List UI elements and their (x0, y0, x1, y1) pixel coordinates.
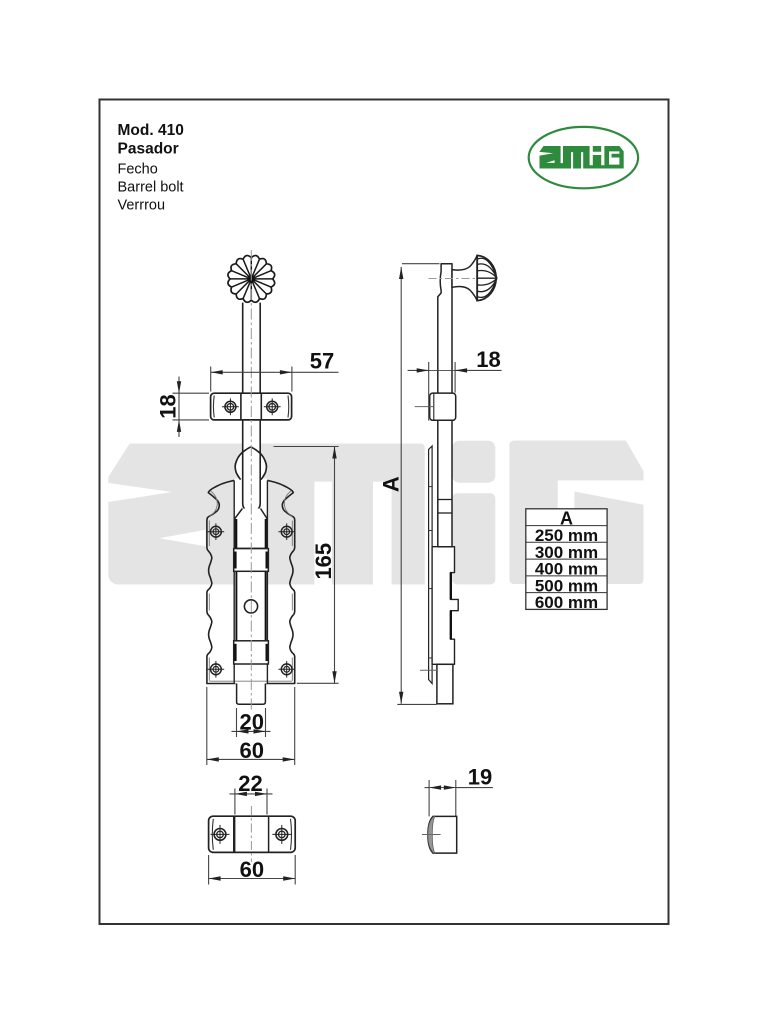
svg-text:Fecho: Fecho (118, 162, 158, 178)
svg-text:250 mm: 250 mm (535, 526, 598, 545)
svg-text:19: 19 (468, 765, 492, 790)
svg-text:20: 20 (240, 709, 264, 734)
svg-text:60: 60 (240, 857, 264, 882)
svg-text:A: A (560, 509, 573, 529)
svg-text:22: 22 (238, 771, 262, 796)
svg-text:A: A (379, 476, 404, 492)
svg-text:600 mm: 600 mm (535, 593, 598, 612)
svg-text:Barrel bolt: Barrel bolt (118, 180, 184, 196)
svg-text:18: 18 (156, 394, 181, 418)
svg-text:Pasador: Pasador (118, 141, 179, 158)
svg-text:Verrrou: Verrrou (118, 198, 166, 214)
svg-text:165: 165 (311, 543, 336, 580)
svg-text:18: 18 (476, 347, 500, 372)
svg-text:300 mm: 300 mm (535, 543, 598, 562)
svg-text:60: 60 (240, 738, 264, 763)
svg-text:Mod. 410: Mod. 410 (118, 122, 184, 139)
svg-text:500 mm: 500 mm (535, 576, 598, 595)
svg-text:400 mm: 400 mm (535, 560, 598, 579)
svg-text:57: 57 (310, 349, 334, 374)
